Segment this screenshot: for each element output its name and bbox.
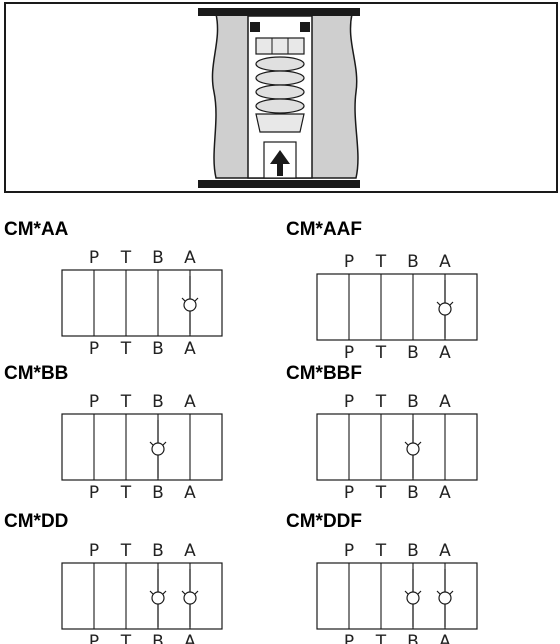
- port-label-top-a: A: [439, 541, 451, 561]
- symbol-body: [61, 413, 223, 481]
- port-label-top-p: P: [344, 252, 354, 272]
- port-label-bottom-t: T: [120, 632, 132, 644]
- port-label-top-p: P: [89, 541, 99, 561]
- check-valve-ball-icon: [406, 442, 420, 456]
- port-label-bottom-b: B: [152, 483, 164, 503]
- check-valve-cartridge-illustration: [4, 2, 558, 193]
- port-label-top-b: B: [152, 541, 164, 561]
- port-label-bottom-a: A: [439, 632, 451, 644]
- port-label-bottom-a: A: [439, 483, 451, 503]
- variant-title-cm-aa: CM*AA: [4, 219, 69, 240]
- variant-title-cm-bbf: CM*BBF: [286, 363, 362, 384]
- check-valve-ball-icon: [438, 591, 452, 605]
- check-valve-ball-icon: [438, 302, 452, 316]
- port-label-top-p: P: [89, 392, 99, 412]
- port-label-top-t: T: [120, 248, 132, 268]
- port-label-bottom-p: P: [344, 483, 354, 503]
- port-label-top-a: A: [184, 392, 196, 412]
- check-valve-ball-icon: [151, 591, 165, 605]
- bottom-plate: [198, 180, 360, 188]
- port-label-bottom-t: T: [375, 483, 387, 503]
- port-label-bottom-t: T: [120, 483, 132, 503]
- port-label-bottom-p: P: [344, 632, 354, 644]
- seal-left: [250, 22, 260, 32]
- port-label-top-t: T: [375, 541, 387, 561]
- port-label-top-b: B: [407, 392, 419, 412]
- port-label-top-a: A: [184, 248, 196, 268]
- port-label-bottom-a: A: [184, 483, 196, 503]
- cartridge-cap: [255, 37, 305, 55]
- port-label-top-b: B: [407, 541, 419, 561]
- port-label-bottom-t: T: [375, 343, 387, 363]
- poppet: [255, 113, 305, 133]
- port-label-top-a: A: [439, 392, 451, 412]
- port-label-top-a: A: [439, 252, 451, 272]
- port-label-top-t: T: [375, 252, 387, 272]
- port-label-bottom-b: B: [152, 339, 164, 359]
- port-label-bottom-p: P: [89, 339, 99, 359]
- port-label-bottom-a: A: [439, 343, 451, 363]
- port-label-bottom-t: T: [120, 339, 132, 359]
- port-label-bottom-p: P: [89, 483, 99, 503]
- symbol-body: [316, 562, 478, 630]
- check-valve-ball-icon: [183, 298, 197, 312]
- port-label-bottom-b: B: [407, 343, 419, 363]
- port-label-top-a: A: [184, 541, 196, 561]
- variant-title-cm-aaf: CM*AAF: [286, 219, 362, 240]
- symbol-body: [316, 273, 478, 341]
- check-valve-ball-icon: [183, 591, 197, 605]
- symbol-body: [61, 269, 223, 337]
- top-plate: [198, 8, 360, 16]
- port-label-bottom-b: B: [407, 632, 419, 644]
- port-label-top-t: T: [120, 392, 132, 412]
- port-label-bottom-b: B: [152, 632, 164, 644]
- check-valve-ball-icon: [406, 591, 420, 605]
- symbol-body: [316, 413, 478, 481]
- port-label-top-b: B: [407, 252, 419, 272]
- port-label-top-p: P: [89, 248, 99, 268]
- symbol-body: [61, 562, 223, 630]
- port-label-bottom-a: A: [184, 339, 196, 359]
- port-label-top-p: P: [344, 541, 354, 561]
- port-label-bottom-p: P: [89, 632, 99, 644]
- variant-title-cm-bb: CM*BB: [4, 363, 69, 384]
- port-label-top-p: P: [344, 392, 354, 412]
- seal-right: [300, 22, 310, 32]
- check-valve-ball-icon: [151, 442, 165, 456]
- port-label-top-t: T: [120, 541, 132, 561]
- port-label-bottom-t: T: [375, 632, 387, 644]
- port-label-top-b: B: [152, 392, 164, 412]
- port-label-top-t: T: [375, 392, 387, 412]
- port-label-bottom-b: B: [407, 483, 419, 503]
- port-label-bottom-a: A: [184, 632, 196, 644]
- variant-title-cm-dd: CM*DD: [4, 511, 69, 532]
- spring-icon: [255, 56, 305, 114]
- port-label-bottom-p: P: [344, 343, 354, 363]
- up-arrow-icon: [270, 150, 290, 176]
- variant-title-cm-ddf: CM*DDF: [286, 511, 362, 532]
- port-label-top-b: B: [152, 248, 164, 268]
